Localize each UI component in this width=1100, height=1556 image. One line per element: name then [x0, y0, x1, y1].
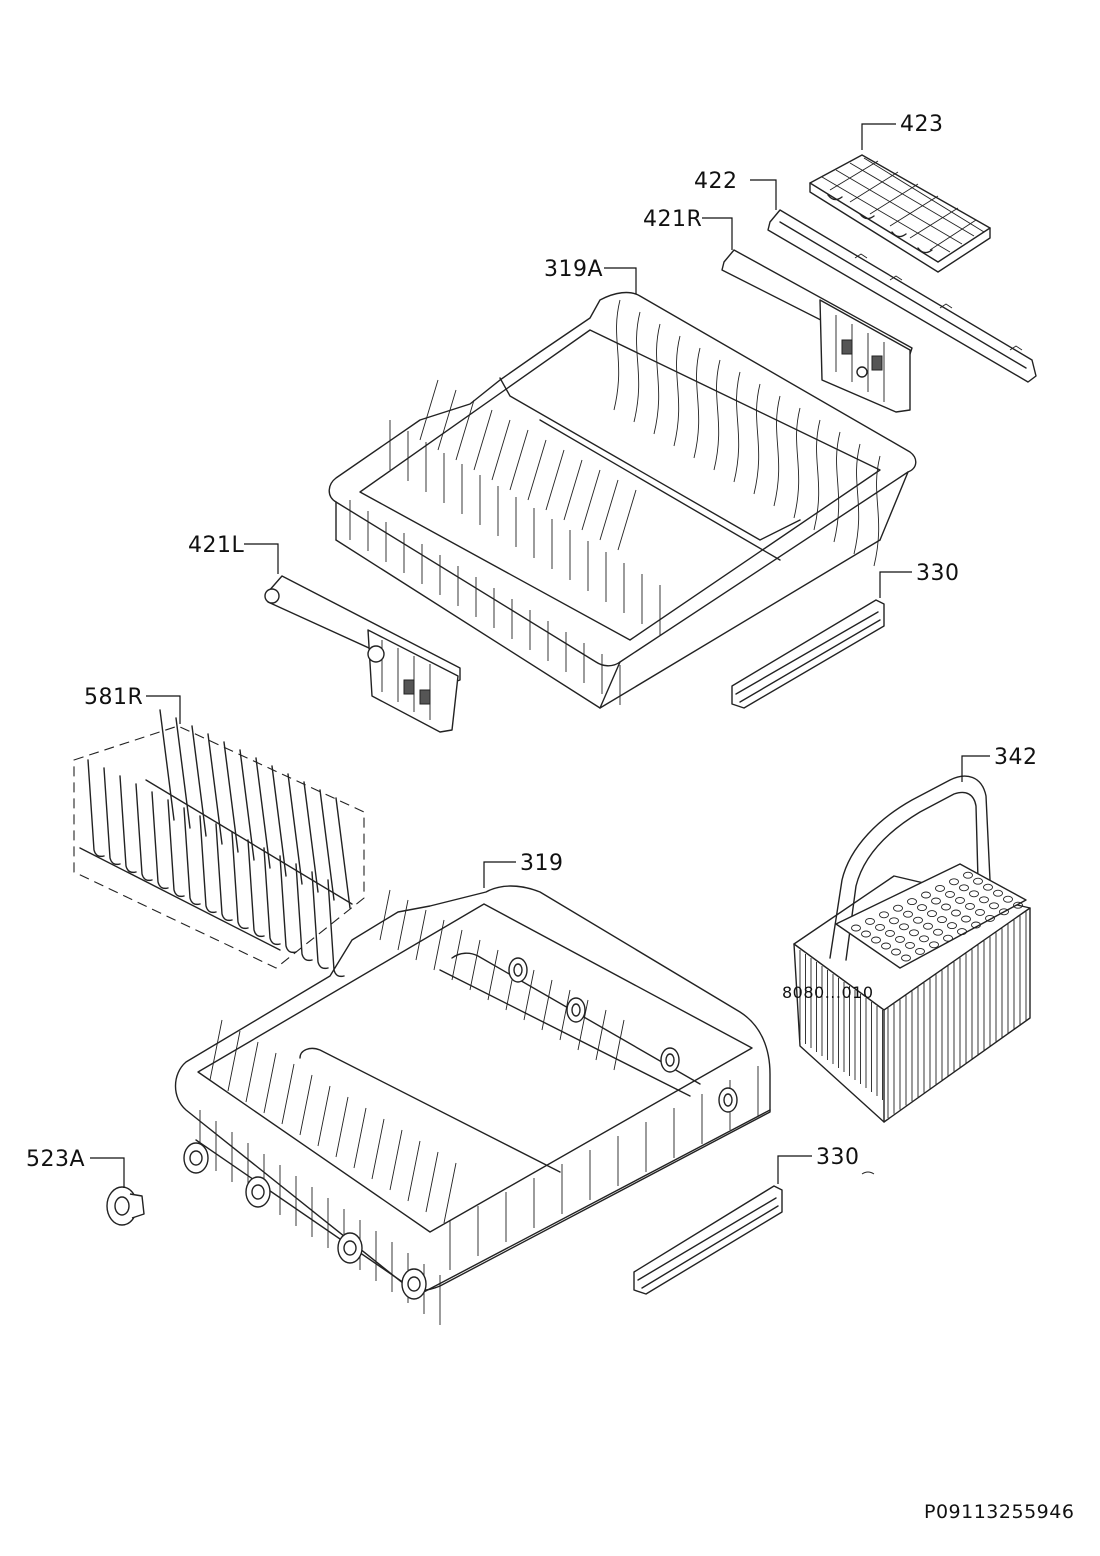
label-421L: 421L: [188, 533, 244, 558]
label-330-upper: 330: [916, 561, 960, 586]
part-421R-guide: [721, 249, 913, 413]
label-small-code: 8080...010: [782, 983, 874, 1002]
label-523A: 523A: [26, 1147, 85, 1172]
label-423: 423: [900, 112, 944, 137]
part-421L-guide: [264, 575, 461, 733]
part-330-upper-bar: [731, 599, 885, 709]
part-422-rail: [767, 209, 1037, 383]
lower-basket-wheels: [183, 957, 738, 1300]
label-422: 422: [694, 169, 738, 194]
part-423-cutlery-tray: [809, 154, 991, 273]
label-319A: 319A: [544, 257, 603, 282]
label-319: 319: [520, 851, 564, 876]
label-581R: 581R: [84, 685, 143, 710]
label-421R: 421R: [643, 207, 702, 232]
label-342: 342: [994, 745, 1038, 770]
part-523A-wheel: [106, 1186, 145, 1226]
part-330-lower-bar: [633, 1185, 783, 1295]
part-342-cutlery-basket: 8080...010: [782, 775, 1031, 1123]
part-319A-upper-basket: [328, 291, 917, 709]
document-id: P09113255946: [924, 1501, 1075, 1523]
label-330-lower: 330: [816, 1145, 860, 1170]
small-arc-mark: [861, 1171, 875, 1175]
part-581R-tine-rack: [73, 709, 365, 978]
part-319-lower-basket: [174, 885, 771, 1325]
